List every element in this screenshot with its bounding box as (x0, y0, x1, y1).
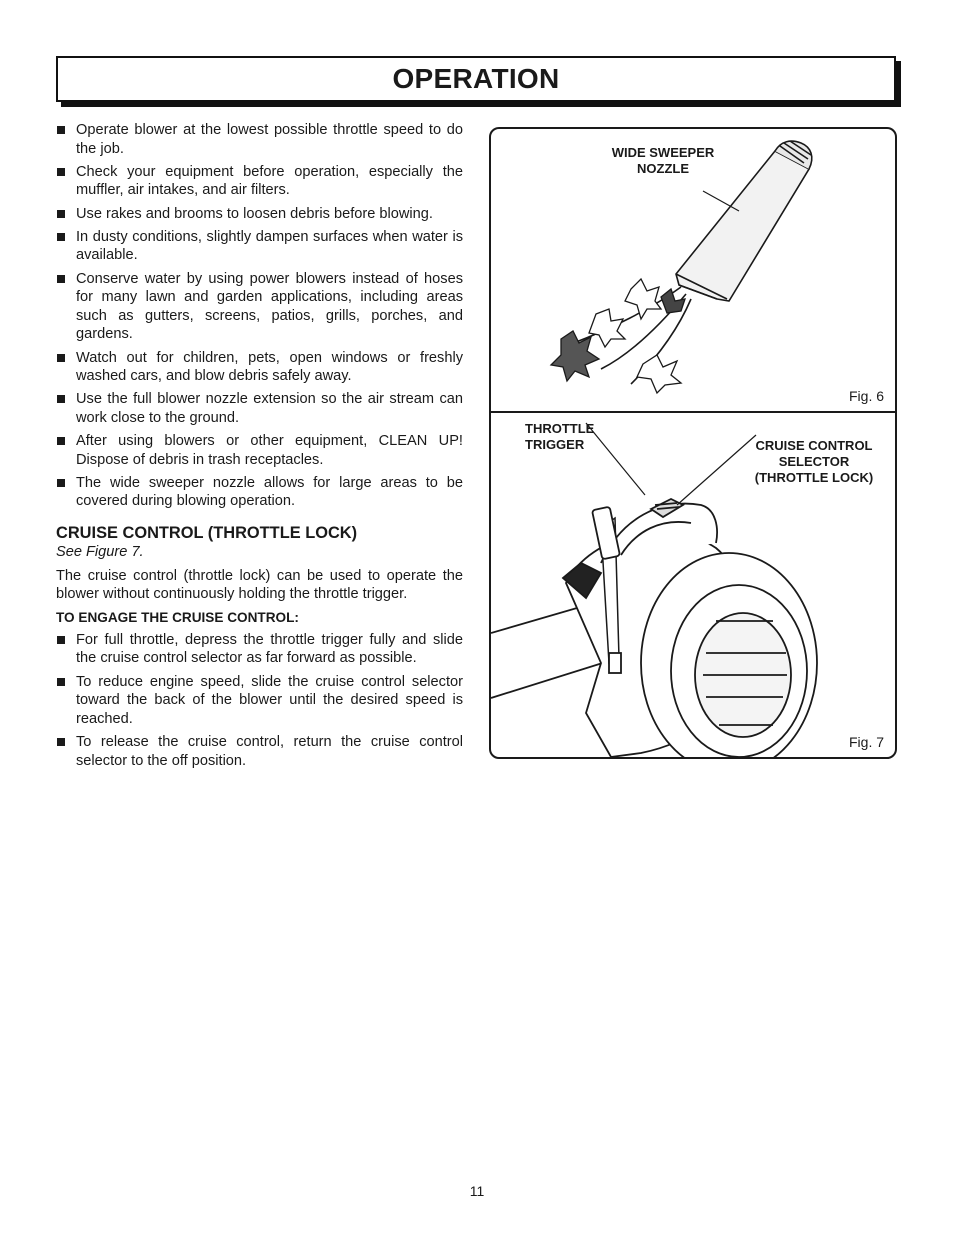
bullet-square-icon (57, 232, 65, 241)
section-header: OPERATION (56, 56, 896, 102)
list-item: Use rakes and brooms to loosen debris be… (56, 205, 463, 224)
wide-sweeper-nozzle-label: WIDE SWEEPER NOZZLE (611, 145, 715, 176)
bullet-square-icon (57, 635, 65, 644)
list-item: Watch out for children, pets, open windo… (56, 349, 463, 386)
left-column: Operate blower at the lowest possible th… (56, 121, 463, 775)
figure-panel: WIDE SWEEPER NOZZLE Fig. 6 (489, 127, 897, 759)
list-item: For full throttle, depress the throttle … (56, 631, 463, 668)
cruise-intro: The cruise control (throttle lock) can b… (56, 567, 463, 603)
fig-7-label: Fig. 7 (849, 734, 885, 750)
see-figure-note: See Figure 7. (56, 544, 144, 561)
operation-bullet-list: Operate blower at the lowest possible th… (56, 121, 463, 511)
list-item: To release the cruise control, return th… (56, 733, 463, 770)
list-item: The wide sweeper nozzle allows for large… (56, 474, 463, 511)
throttle-trigger-label: THROTTLE TRIGGER (525, 421, 595, 452)
page-number: 11 (469, 1183, 485, 1199)
bullet-square-icon (57, 209, 65, 218)
figure-divider (491, 411, 895, 413)
bullet-square-icon (57, 478, 65, 487)
list-item: After using blowers or other equipment, … (56, 432, 463, 469)
bullet-square-icon (57, 167, 65, 176)
sweeper-nozzle-illustration (549, 140, 813, 395)
engage-subheading: TO ENGAGE THE CRUISE CONTROL: (56, 609, 299, 625)
bullet-square-icon (57, 126, 65, 134)
bullet-square-icon (57, 274, 65, 283)
cruise-bullet-list: For full throttle, depress the throttle … (56, 631, 463, 770)
list-item: Operate blower at the lowest possible th… (56, 121, 463, 158)
page-title: OPERATION (392, 63, 560, 94)
list-item: In dusty conditions, slightly dampen sur… (56, 228, 463, 265)
cruise-control-heading: CRUISE CONTROL (THROTTLE LOCK) (56, 524, 358, 543)
fig-6-label: Fig. 6 (849, 388, 885, 404)
bullet-square-icon (57, 353, 65, 362)
bullet-square-icon (57, 395, 65, 404)
list-item: Check your equipment before operation, e… (56, 163, 463, 200)
list-item: To reduce engine speed, slide the cruise… (56, 673, 463, 729)
cruise-control-selector-label: CRUISE CONTROL SELECTOR (THROTTLE LOCK) (754, 438, 874, 485)
list-item: Conserve water by using power blowers in… (56, 270, 463, 344)
list-item: Use the full blower nozzle extension so … (56, 390, 463, 427)
bullet-square-icon (57, 677, 65, 686)
bullet-square-icon (57, 737, 65, 746)
bullet-square-icon (57, 437, 65, 446)
blower-throttle-illustration (491, 422, 818, 757)
